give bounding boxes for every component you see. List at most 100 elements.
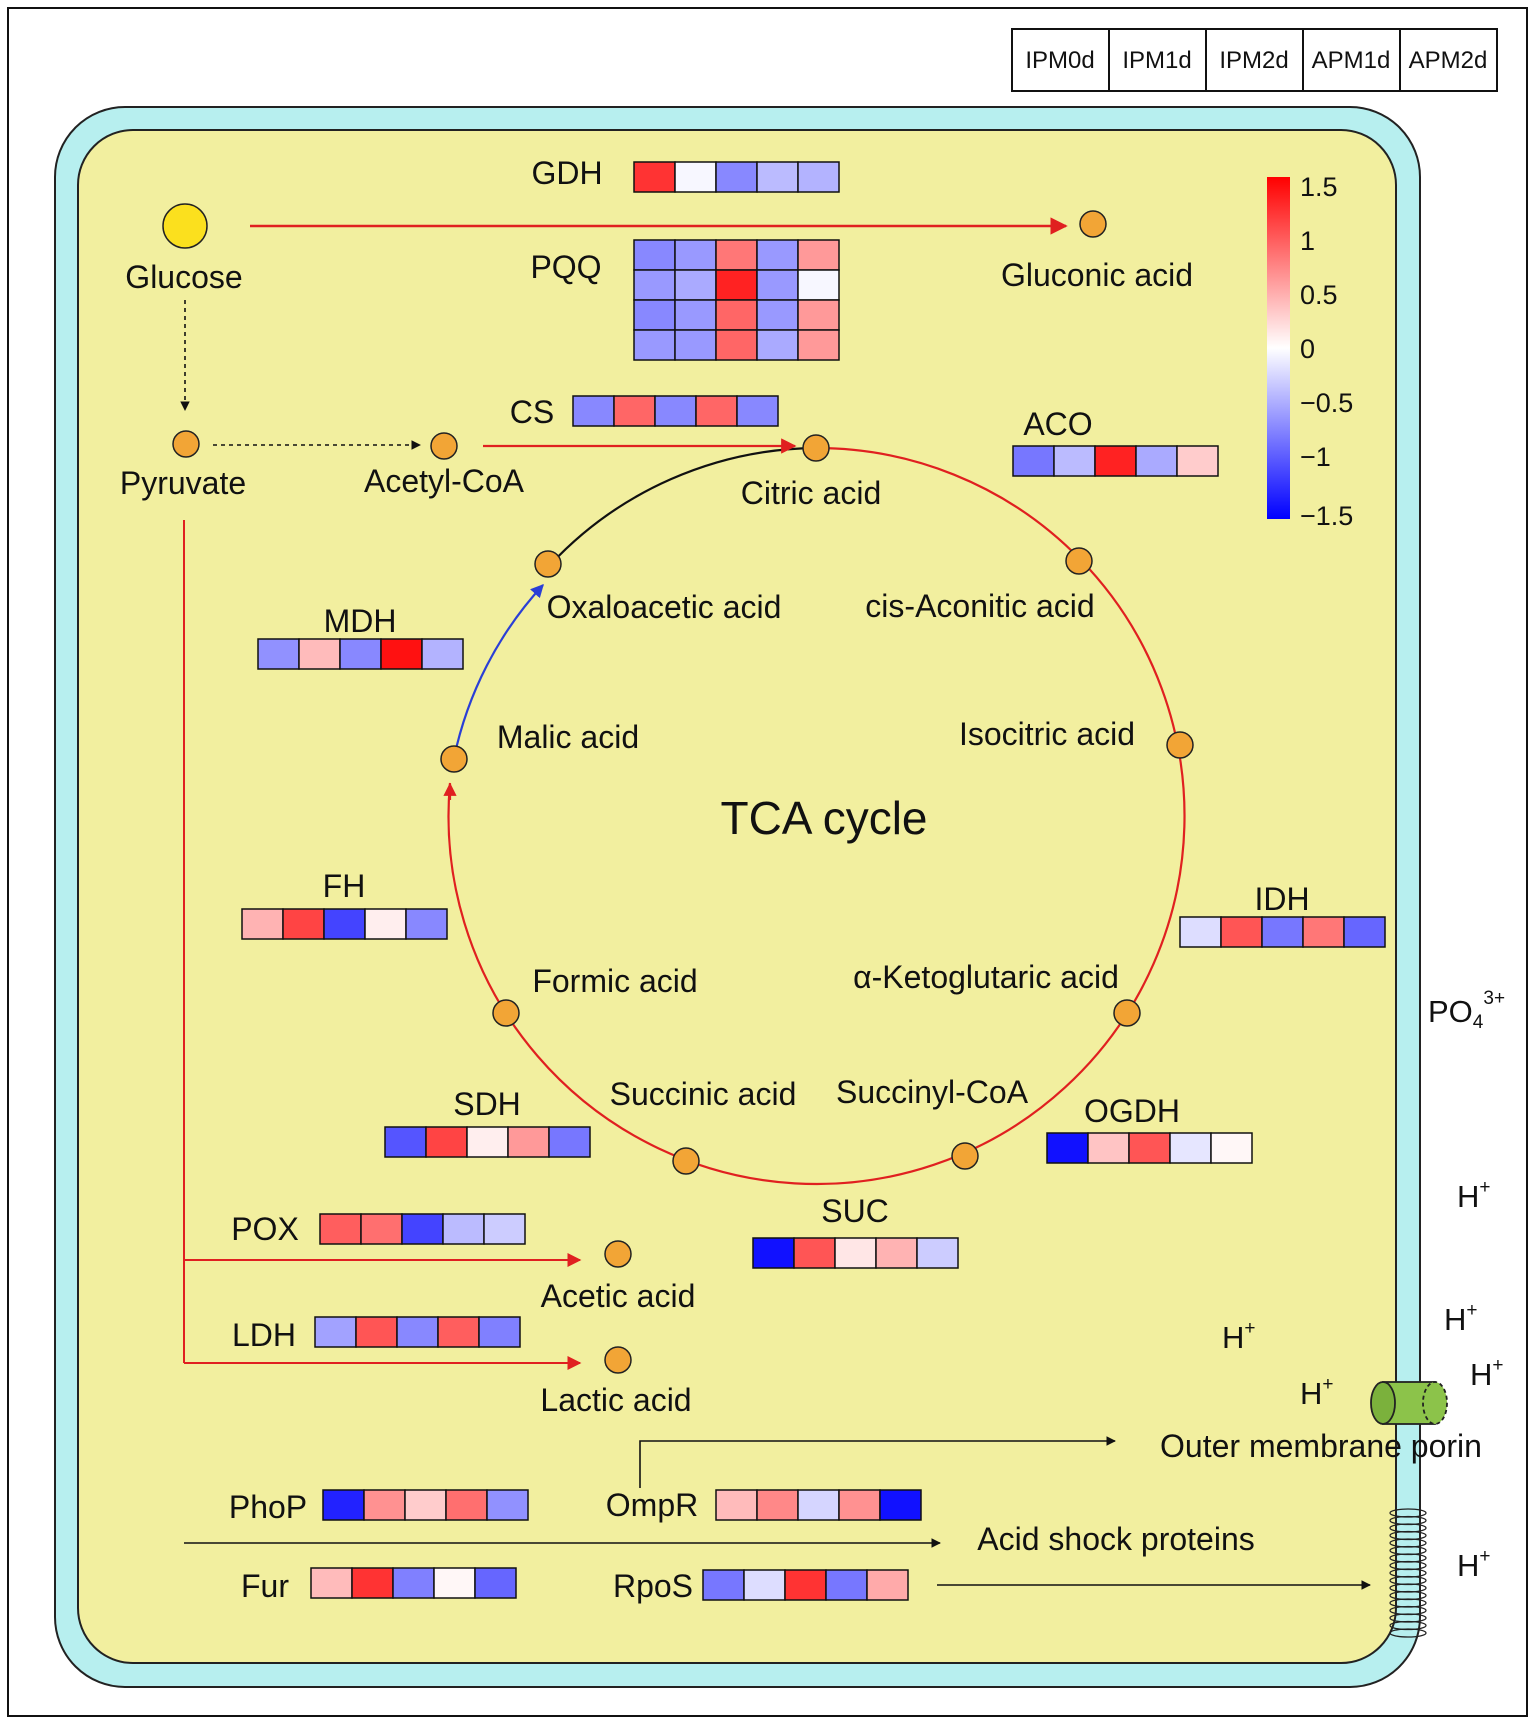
heatmap-cell: [715, 269, 758, 301]
heatmap-cell: [404, 1489, 447, 1521]
gene-label-ldh: LDH: [232, 1317, 296, 1353]
heatmap-cell: [1135, 445, 1178, 477]
po4-ion-label: PO43+: [1428, 988, 1505, 1033]
coil-loop: [1389, 1628, 1427, 1638]
heatmap-cell: [1210, 1132, 1253, 1164]
heatmap-cell: [838, 1489, 881, 1521]
colorbar-tick-1-5: 1.5: [1300, 172, 1338, 202]
citric-acid-node: [802, 434, 830, 462]
heatmap-aco: ACO: [1012, 406, 1219, 477]
gluconic-acid-label: Gluconic acid: [1001, 257, 1193, 293]
gene-label-suc: SUC: [821, 1193, 889, 1229]
succinic-acid-label: Succinic acid: [610, 1076, 797, 1112]
acetyl-coa-node: [430, 432, 458, 460]
outer-membrane-porin-label: Outer membrane porin: [1160, 1428, 1482, 1464]
heatmap-cell: [1128, 1132, 1171, 1164]
heatmap-cell: [355, 1316, 398, 1348]
pyruvate-label: Pyruvate: [120, 465, 246, 501]
pyruvate-node: [172, 430, 200, 458]
heatmap-cell: [437, 1316, 480, 1348]
heatmap-cell: [319, 1213, 362, 1245]
metabolite-nodes: [162, 203, 1194, 1374]
tca-cycle-label: TCA cycle: [720, 792, 927, 844]
gene-label-idh: IDH: [1254, 881, 1309, 917]
heatmap-cell: [322, 1489, 365, 1521]
lactic-acid-node: [604, 1346, 632, 1374]
heatmap-cell: [715, 161, 758, 193]
heatmap-cell: [715, 329, 758, 361]
metabolite-labels: Glucose Gluconic acid Pyruvate Acetyl-Co…: [120, 257, 1193, 1418]
acid-shock-proteins-label: Acid shock proteins: [977, 1521, 1254, 1557]
heatmap-cell: [298, 638, 341, 670]
gene-label-pox: POX: [231, 1211, 299, 1247]
heatmap-cell: [613, 395, 656, 427]
heatmap-cell: [1176, 445, 1219, 477]
heatmap-mdh: MDH: [257, 603, 464, 670]
heatmap-idh: IDH: [1179, 881, 1386, 948]
heatmap-cell: [674, 161, 717, 193]
heatmap-cell: [736, 395, 779, 427]
heatmap-cell: [548, 1126, 591, 1158]
heatmap-cell: [752, 1237, 795, 1269]
acetyl-coa-label: Acetyl-CoA: [364, 463, 525, 499]
gene-label-gdh: GDH: [531, 155, 602, 191]
header-col-apm2d: APM2d: [1409, 47, 1488, 74]
heatmap-cell: [1220, 916, 1263, 948]
heatmap-ogdh: OGDH: [1046, 1093, 1253, 1164]
colorbar-tick-neg-1-5: −1.5: [1300, 501, 1353, 531]
heatmap-cell: [916, 1237, 959, 1269]
heatmap-cell: [1046, 1132, 1089, 1164]
heatmap-cell: [715, 1489, 758, 1521]
oxaloacetic-acid-label: Oxaloacetic acid: [547, 589, 782, 625]
heatmap-cell: [797, 329, 840, 361]
heatmap-cell: [633, 269, 676, 301]
alpha-ketoglutaric-acid-node: [1113, 999, 1141, 1027]
header-col-apm1d: APM1d: [1312, 47, 1391, 74]
heatmap-cell: [1053, 445, 1096, 477]
heatmap-cell: [425, 1126, 468, 1158]
gene-label-ogdh: OGDH: [1084, 1093, 1180, 1129]
heatmap-cell: [314, 1316, 357, 1348]
ions: PO43+ H+ H+ H+ H+ H+ H+: [1222, 988, 1505, 1583]
heatmap-cell: [1012, 445, 1055, 477]
heatmap-cell: [793, 1237, 836, 1269]
succinyl-coa-label: Succinyl-CoA: [836, 1074, 1029, 1110]
heatmap-cell: [421, 638, 464, 670]
heatmap-cell: [879, 1489, 922, 1521]
heatmap-cell: [834, 1237, 877, 1269]
gluconic-acid-node: [1079, 210, 1107, 238]
glucose-label: Glucose: [125, 259, 242, 295]
colorbar-tick-1: 1: [1300, 226, 1315, 256]
heatmap-cell: [483, 1213, 526, 1245]
heatmap-cell: [442, 1213, 485, 1245]
heatmap-cell: [433, 1567, 476, 1599]
header-col-ipm1d: IPM1d: [1122, 47, 1191, 74]
h-ion-label: H+: [1300, 1374, 1334, 1411]
heatmap-cell: [1179, 916, 1222, 948]
heatmap-cell: [1302, 916, 1345, 948]
gene-label-phop: PhoP: [229, 1489, 307, 1525]
citric-acid-label: Citric acid: [741, 475, 881, 511]
h-ion-label: H+: [1457, 1546, 1491, 1583]
heatmap-pox: POX: [231, 1211, 526, 1247]
gene-label-ompr: OmpR: [606, 1487, 698, 1523]
heatmap-cell: [633, 299, 676, 331]
heatmap-cell: [507, 1126, 550, 1158]
heatmap-cell: [797, 299, 840, 331]
heatmap-cell: [474, 1567, 517, 1599]
heatmap-cell: [756, 239, 799, 271]
malic-acid-label: Malic acid: [497, 719, 639, 755]
heatmap-cell: [702, 1569, 745, 1601]
heatmap-cell: [756, 269, 799, 301]
heatmap-cell: [339, 638, 382, 670]
heatmap-cell: [756, 161, 799, 193]
heatmap-fh: FH: [241, 868, 448, 940]
heatmap-fur: Fur: [241, 1567, 517, 1604]
heatmap-cell: [674, 329, 717, 361]
heatmap-cs: CS: [510, 394, 779, 430]
heatmap-cell: [323, 908, 366, 940]
heatmap-cell: [241, 908, 284, 940]
gene-label-fur: Fur: [241, 1568, 289, 1604]
